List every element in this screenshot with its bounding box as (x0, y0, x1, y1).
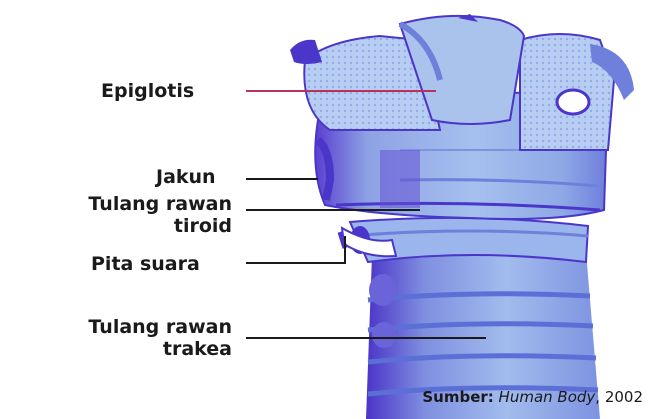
source-title: Human Body (499, 388, 596, 406)
label-tiroid-line1: Tulang rawan (38, 193, 232, 215)
label-tulang-rawan-tiroid: Tulang rawan tiroid (38, 193, 232, 237)
label-tiroid-line2: tiroid (38, 215, 232, 237)
label-trakea-line2: trakea (38, 338, 232, 360)
label-tulang-rawan-trakea: Tulang rawan trakea (38, 316, 232, 360)
label-trakea-line1: Tulang rawan (38, 316, 232, 338)
source-prefix: Sumber: (422, 388, 493, 406)
pita-suara-leader (246, 236, 345, 263)
source-credit: Sumber: Human Body, 2002 (422, 388, 643, 406)
label-pita-suara: Pita suara (91, 253, 200, 275)
label-epiglotis: Epiglotis (101, 80, 194, 102)
label-jakun: Jakun (156, 166, 216, 188)
source-year: , 2002 (595, 388, 643, 406)
